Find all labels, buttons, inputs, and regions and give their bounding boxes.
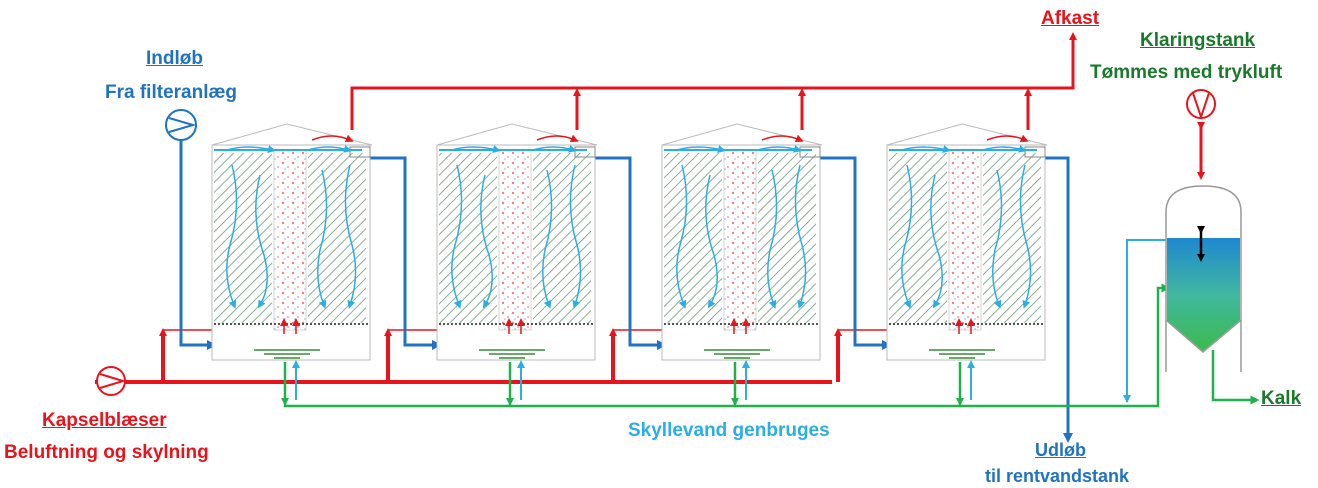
filter-reactor bbox=[211, 123, 373, 361]
filter-reactor bbox=[661, 123, 823, 361]
inlet-line bbox=[179, 138, 1073, 443]
clarifier-subtitle: Tømmes med trykluft bbox=[1090, 62, 1283, 83]
exhaust-label: Afkast bbox=[1041, 8, 1100, 29]
clarifier-title: Klaringstank bbox=[1140, 30, 1256, 51]
outlet-subtitle: til rentvandstank bbox=[985, 466, 1130, 486]
rinse-label: Skyllevand genbruges bbox=[628, 420, 830, 441]
lime-label: Kalk bbox=[1261, 388, 1302, 409]
inlet-title: Indløb bbox=[146, 48, 203, 69]
exhaust-manifold bbox=[350, 32, 1077, 130]
fan-icon bbox=[165, 109, 197, 141]
blower-subtitle: Beluftning og skylning bbox=[4, 442, 209, 463]
blower-title: Kapselblæser bbox=[42, 410, 167, 431]
outlet-title: Udløb bbox=[1035, 440, 1086, 460]
filter-reactor bbox=[886, 123, 1048, 361]
recirculation-line bbox=[292, 239, 1166, 402]
compressor-icon bbox=[1186, 89, 1216, 121]
filter-reactor bbox=[436, 123, 598, 361]
blower-icon bbox=[96, 366, 127, 396]
inlet-subtitle: Fra filteranlæg bbox=[105, 82, 237, 103]
clarifier-tank bbox=[1165, 185, 1242, 372]
